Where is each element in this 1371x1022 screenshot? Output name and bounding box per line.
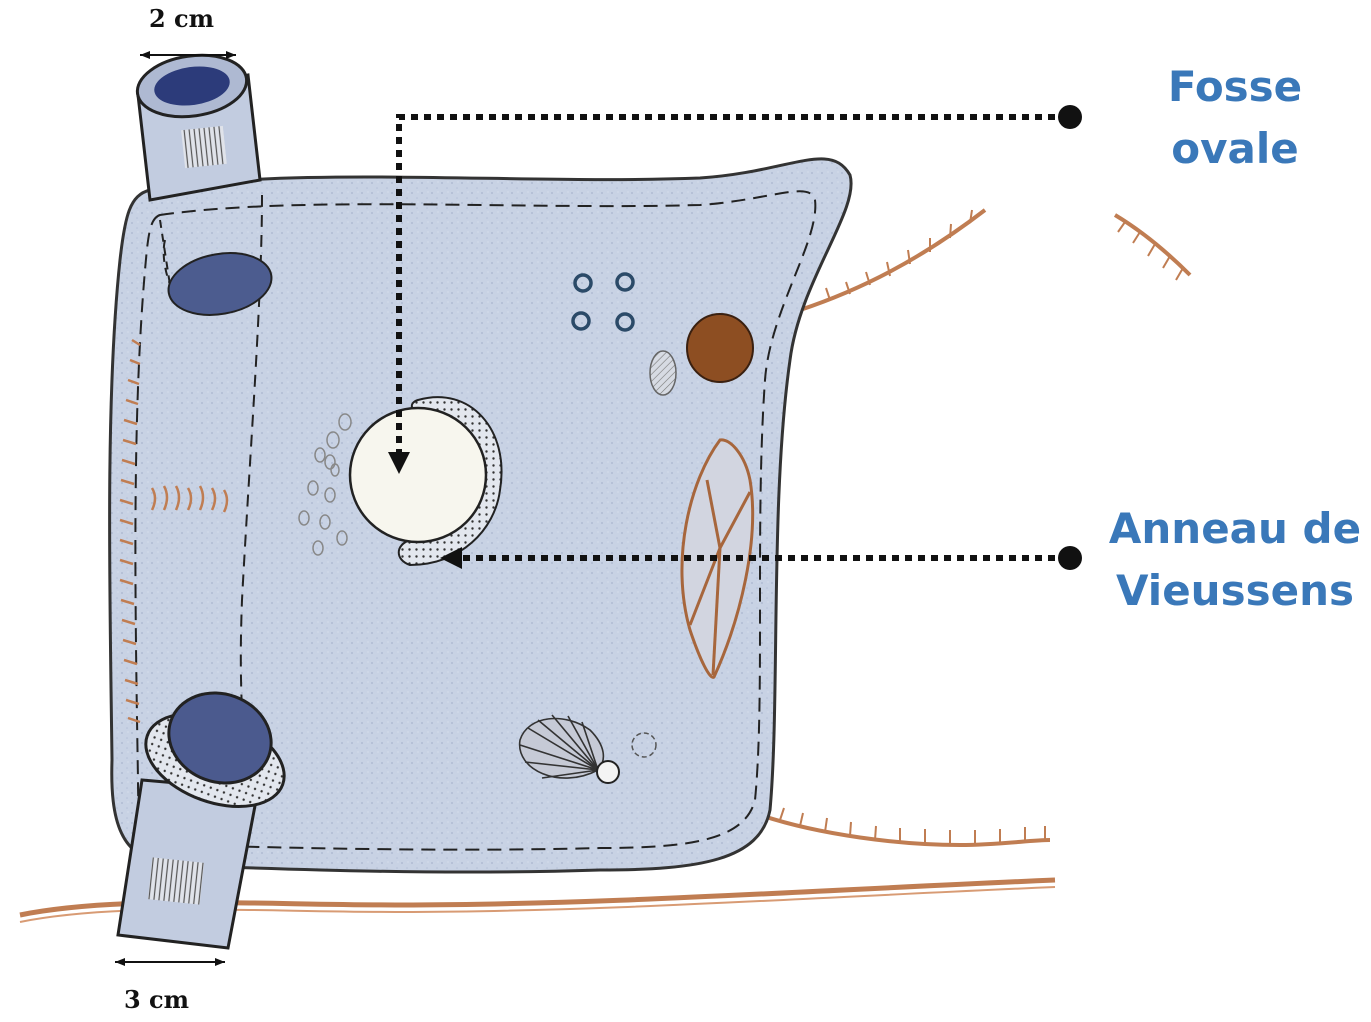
muscle-strand-lower-right — [760, 815, 1050, 845]
coronary-sinus — [687, 314, 753, 382]
label-fosse-line2: ovale — [1130, 118, 1340, 180]
label-anneau-line1: Anneau de — [1100, 498, 1370, 560]
dimension-label-top: 2 cm — [149, 4, 214, 33]
superior-vena-cava — [133, 49, 260, 200]
fosse-ovale — [350, 408, 486, 542]
muscle-strand-far-right — [1115, 215, 1190, 275]
coronary-orifice-small — [597, 761, 619, 783]
dimension-label-bottom: 3 cm — [124, 985, 189, 1014]
dimension-arrow-bottom — [115, 958, 225, 966]
label-anneau-line2: Vieussens — [1100, 560, 1370, 622]
label-fosse-ovale: Fosse ovale — [1130, 56, 1340, 180]
label-anneau-de-vieussens: Anneau de Vieussens — [1100, 498, 1370, 622]
label-fosse-line1: Fosse — [1130, 56, 1340, 118]
hatched-orifice — [650, 351, 676, 395]
